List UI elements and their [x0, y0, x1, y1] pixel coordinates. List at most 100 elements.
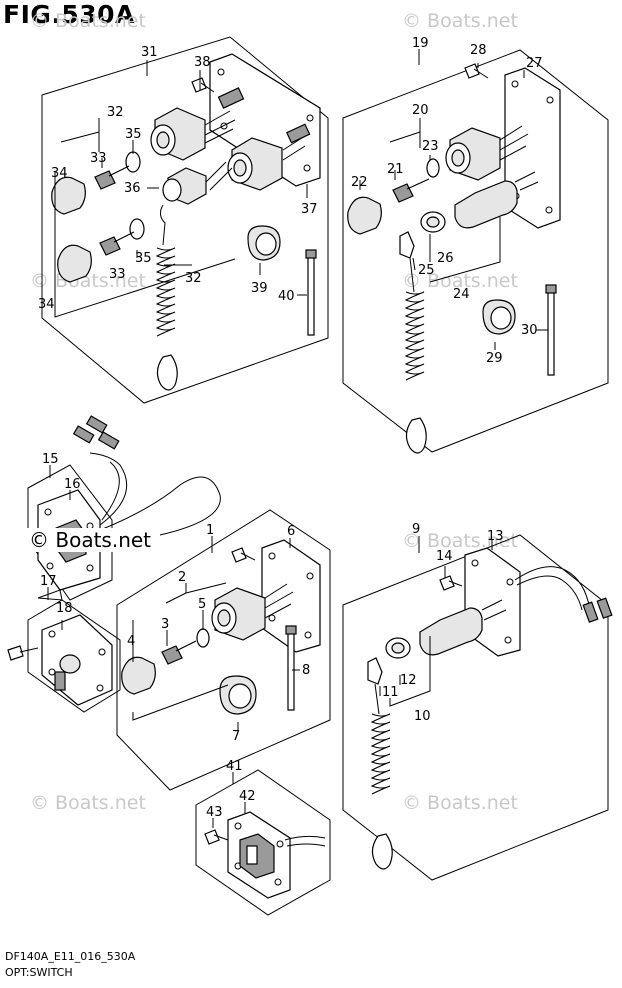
callout-36: 36: [124, 181, 141, 196]
connector-plug: [72, 425, 95, 444]
clip-plate: [399, 231, 415, 259]
callout-42: 42: [239, 789, 256, 804]
callout-18: 18: [56, 601, 73, 616]
callout-37: 37: [301, 202, 318, 217]
callout-34: 34: [51, 166, 68, 181]
callout-8: 8: [302, 663, 310, 678]
stop-switch-body: [454, 180, 518, 229]
mounting-plate: [209, 53, 321, 187]
assembly-group-15: 15 16: [27, 415, 221, 601]
callout-10: 10: [414, 709, 431, 724]
knob-shaft: [54, 671, 66, 691]
connector-plug: [596, 597, 613, 619]
callout-19: 19: [412, 36, 429, 51]
switch-knob: [57, 244, 92, 283]
cable-tie: [307, 254, 315, 336]
watermark: © Boats.net: [402, 270, 518, 292]
assembly-group-1: 1 2 6 5: [116, 509, 331, 791]
callout-41: 41: [226, 759, 243, 774]
assembly-group-17: 17 18: [7, 574, 121, 713]
bezel-ring: [129, 218, 145, 240]
callout-5: 5: [198, 597, 206, 612]
lanyard-clip: [405, 417, 427, 454]
lanyard-coil: [404, 291, 425, 381]
rotary-knob: [59, 654, 81, 674]
callout-15: 15: [42, 452, 59, 467]
callout-33: 33: [109, 267, 126, 282]
watermark: © Boats.net: [30, 792, 146, 814]
callout-12: 12: [400, 673, 417, 688]
footer-code: DF140A_E11_016_530A: [5, 950, 136, 963]
callout-40: 40: [278, 289, 295, 304]
bezel-ring: [125, 151, 141, 173]
callout-33: 33: [90, 151, 107, 166]
watermark: © Boats.net: [30, 270, 146, 292]
callout-17: 17: [40, 574, 57, 589]
callout-13: 13: [487, 529, 504, 544]
lanyard-clip: [371, 833, 393, 870]
callout-7: 7: [232, 729, 240, 744]
callout-24: 24: [453, 287, 470, 302]
screw: [231, 547, 247, 563]
screw: [204, 829, 220, 845]
ignition-key: [99, 231, 135, 256]
watermark: © Boats.net: [402, 792, 518, 814]
switch-knob: [121, 656, 156, 695]
callout-4: 4: [127, 634, 135, 649]
screw: [464, 63, 480, 79]
callout-28: 28: [470, 43, 487, 58]
callout-32: 32: [185, 271, 202, 286]
callout-6: 6: [287, 524, 295, 539]
callout-14: 14: [436, 549, 453, 564]
switch-knob: [51, 176, 86, 215]
callout-38: 38: [194, 55, 211, 70]
ignition-key: [161, 640, 197, 665]
assembly-group-19: 19: [342, 36, 609, 454]
callout-27: 27: [526, 56, 543, 71]
callout-32: 32: [107, 105, 124, 120]
connector-plug: [582, 601, 599, 623]
callout-35: 35: [135, 251, 152, 266]
callout-29: 29: [486, 351, 503, 366]
connector-plug: [97, 431, 120, 450]
callout-31: 31: [141, 45, 158, 60]
bezel-ring: [426, 158, 440, 178]
screw: [439, 575, 455, 591]
callout-30: 30: [521, 323, 538, 338]
callout-21: 21: [387, 162, 404, 177]
clip-plate: [367, 657, 383, 685]
lanyard-coil: [155, 247, 176, 337]
cable-tie: [287, 631, 295, 711]
watermark-highlight: © Boats.net: [27, 528, 154, 552]
watermark: © Boats.net: [402, 10, 518, 32]
callout-26: 26: [437, 251, 454, 266]
watermark: © Boats.net: [30, 10, 146, 32]
callout-1: 1: [206, 523, 214, 538]
callout-20: 20: [412, 103, 429, 118]
callout-25: 25: [418, 263, 435, 278]
callout-43: 43: [206, 805, 223, 820]
watermark: © Boats.net: [402, 530, 518, 552]
assembly-group-41: 41 42 43: [195, 759, 331, 916]
callout-22: 22: [351, 175, 368, 190]
lanyard-coil: [370, 713, 391, 795]
cable-tie: [547, 289, 555, 376]
ignition-key: [392, 178, 430, 203]
bezel-ring: [196, 628, 210, 648]
footer-name: OPT:SWITCH: [5, 966, 73, 979]
callout-35: 35: [125, 127, 142, 142]
figure-title: FIG.530A: [3, 0, 135, 29]
callout-11: 11: [382, 685, 399, 700]
callout-3: 3: [161, 617, 169, 632]
ignition-key: [94, 165, 130, 190]
rocker-button: [246, 845, 258, 865]
switch-knob: [347, 196, 382, 235]
connector-plug: [85, 415, 108, 434]
callout-2: 2: [178, 570, 186, 585]
stop-switch-body: [419, 607, 483, 656]
callout-9: 9: [412, 522, 420, 537]
assembly-group-9: 9 14 13 12 11 10: [342, 522, 613, 881]
lanyard-clip: [156, 354, 178, 391]
